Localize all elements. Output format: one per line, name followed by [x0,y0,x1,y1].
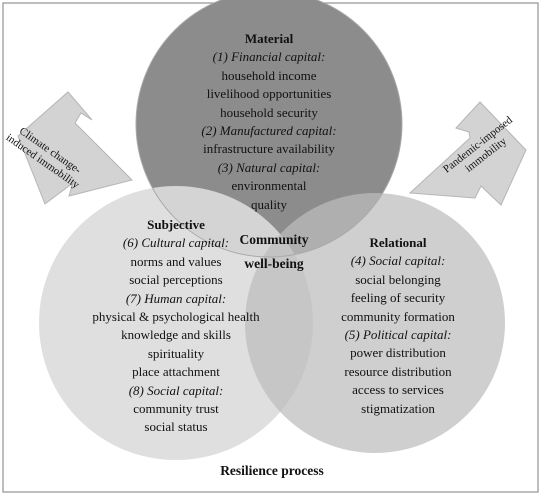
capital-heading: (7) Human capital: [125,290,227,306]
capital-item: norms and values [130,253,222,269]
capital-heading: (8) Social capital: [128,382,224,398]
capital-heading: (2) Manufactured capital: [201,123,337,139]
material-block: Material (1) Financial capital: household… [164,30,374,214]
capital-item: knowledge and skills [121,327,231,343]
capital-item: place attachment [132,364,220,380]
capital-heading: (4) Social capital: [350,253,446,269]
center-label: Community well-being [214,228,334,276]
capital-item: spirituality [147,345,205,361]
capital-item: environmental [231,178,307,194]
capital-item: social perceptions [129,272,223,288]
capital-item: stigmatization [361,400,435,416]
material-heading: Material [244,31,294,46]
capital-item: quality [250,196,288,212]
material-lines: (1) Financial capital: household income li… [164,48,374,214]
capital-item: infrastructure availability [203,141,335,157]
capital-item: community trust [133,401,219,417]
center-line-2: well-being [244,256,304,271]
subjective-heading: Subjective [147,217,205,232]
capital-item: physical & psychological health [92,309,260,325]
relational-block: Relational (4) Social capital: social bel… [313,234,483,418]
relational-lines: (4) Social capital: social belonging feeli… [313,252,483,418]
center-line-1: Community [239,232,309,247]
capital-item: community formation [341,308,455,324]
relational-heading: Relational [369,235,427,250]
relational-circle [245,193,505,453]
right-arrow-shape [408,101,527,206]
subjective-block: Subjective (6) Cultural capital: norms an… [51,216,301,437]
capital-item: social belonging [355,271,441,287]
capital-item: household income [221,67,317,83]
capital-item: social status [144,419,208,435]
capital-heading: (1) Financial capital: [212,49,326,65]
capital-item: resource distribution [344,363,452,379]
subjective-lines: (6) Cultural capital: norms and values soc… [51,234,301,436]
footer-label: Resilience process [220,463,324,478]
capital-heading: (3) Natural capital: [217,159,321,175]
left-arrow-shape [17,91,133,205]
capital-item: power distribution [350,345,446,361]
capital-item: access to services [352,382,444,398]
capital-item: livelihood opportunities [206,86,332,102]
capital-item: feeling of security [350,290,446,306]
capital-heading: (6) Cultural capital: [122,235,230,251]
material-circle-outline [135,0,403,258]
capital-heading: (5) Political capital: [344,327,452,343]
capital-item: household security [220,104,318,120]
